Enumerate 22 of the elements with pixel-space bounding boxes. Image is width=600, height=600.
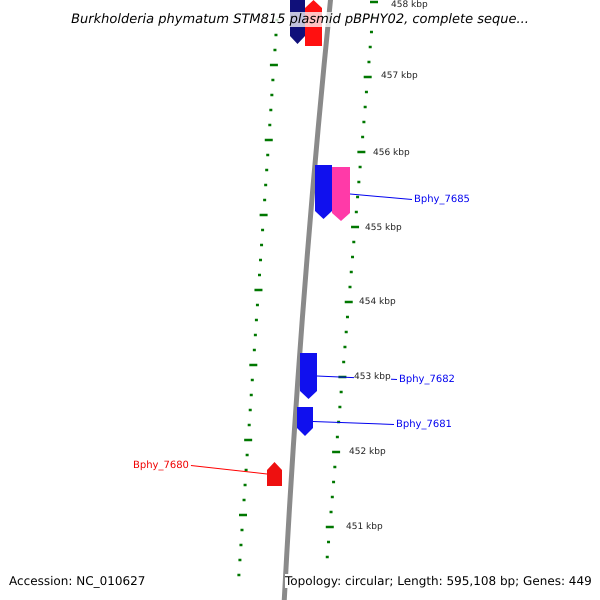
- scale-label: 457 kbp: [381, 71, 418, 81]
- gene-glyph: [332, 167, 350, 221]
- leader-line: [190, 465, 268, 474]
- leader-line: [350, 194, 412, 200]
- scale-label: 452 kbp: [349, 447, 386, 457]
- gene-label: Bphy_7680: [133, 460, 189, 471]
- scale-label: 456 kbp: [373, 148, 410, 158]
- gene-glyph: [297, 407, 313, 436]
- gene-glyph: [267, 462, 282, 486]
- scale-label: 455 kbp: [365, 223, 402, 233]
- scale-label: 454 kbp: [359, 297, 396, 307]
- leader-line: [312, 421, 394, 425]
- info-text: Accession: NC_010627: [9, 574, 146, 588]
- gene-label: Bphy_7682: [399, 374, 455, 385]
- gene-label: Bphy_7685: [414, 194, 470, 205]
- gene-glyph: [300, 353, 317, 399]
- gene-label: Bphy_7681: [396, 419, 452, 430]
- scale-label: 458 kbp: [391, 0, 428, 10]
- info-text: Topology: circular; Length: 595,108 bp; Genes: 449: [285, 574, 592, 588]
- scale-label: 453 kbp: [354, 372, 391, 382]
- gene-glyph: [315, 165, 332, 219]
- scale-label: 451 kbp: [346, 522, 383, 532]
